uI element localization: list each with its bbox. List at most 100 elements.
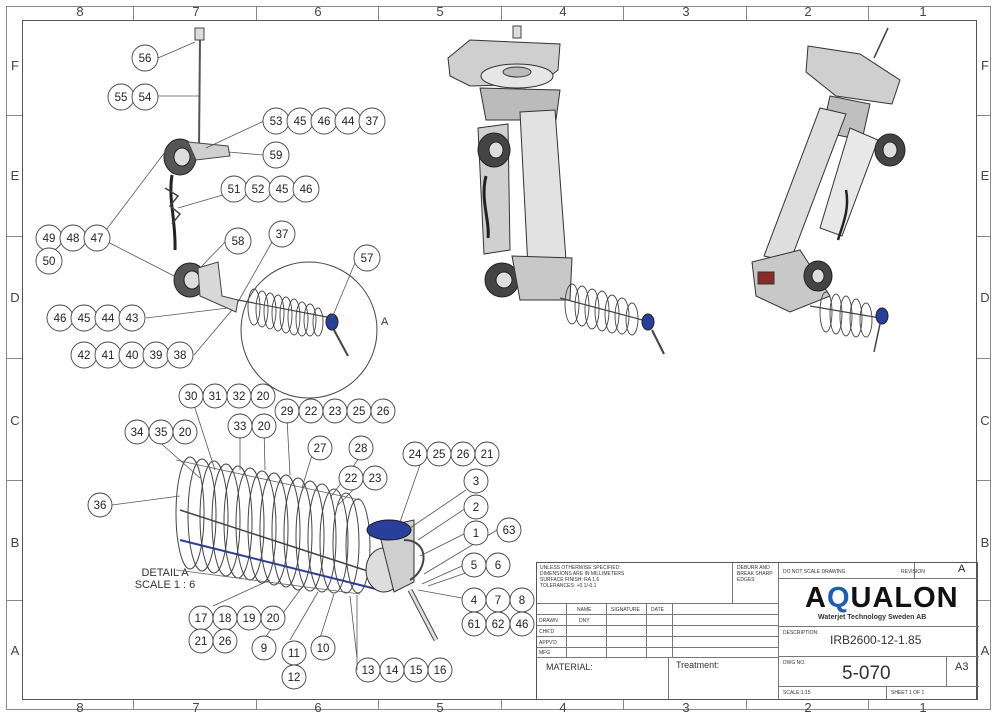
svg-text:36: 36 — [94, 500, 107, 512]
svg-text:57: 57 — [361, 253, 374, 265]
svg-text:12: 12 — [288, 672, 301, 684]
col-name-label: NAME — [577, 607, 592, 613]
balloon: 45 — [268, 175, 296, 203]
balloon: 44 — [94, 304, 122, 332]
svg-text:13: 13 — [362, 665, 375, 677]
balloon: 51 — [220, 175, 248, 203]
balloon: 55 — [107, 83, 135, 111]
svg-text:28: 28 — [355, 443, 368, 455]
balloon: 27 — [307, 435, 333, 461]
balloon: 46 — [509, 611, 535, 637]
svg-text:17: 17 — [195, 613, 208, 625]
svg-text:42: 42 — [78, 350, 91, 362]
col-signature-label: SIGNATURE — [611, 607, 640, 613]
balloon: 46 — [292, 175, 320, 203]
svg-text:7: 7 — [495, 595, 501, 607]
zone-col-8-top: 8 — [76, 4, 84, 19]
zone-col-1-top: 1 — [919, 4, 927, 19]
svg-text:26: 26 — [219, 636, 232, 648]
svg-text:44: 44 — [102, 313, 115, 325]
zone-row-b-right: B — [980, 535, 990, 550]
svg-text:49: 49 — [43, 233, 56, 245]
balloon: 19 — [236, 605, 262, 631]
balloon: 29 — [274, 398, 300, 424]
balloon: 11 — [281, 640, 307, 666]
zone-row-d-right: D — [980, 290, 990, 305]
svg-text:63: 63 — [503, 525, 516, 537]
zone-col-5-bottom: 5 — [436, 700, 444, 715]
svg-text:9: 9 — [261, 643, 267, 655]
balloon: 56 — [131, 44, 159, 72]
svg-text:31: 31 — [209, 391, 222, 403]
svg-text:25: 25 — [433, 449, 446, 461]
zone-row-a-left: A — [10, 643, 20, 658]
svg-text:14: 14 — [386, 665, 399, 677]
drawn-by-value: DNY — [579, 618, 590, 624]
company-logo: AQUALON — [805, 582, 959, 614]
svg-text:23: 23 — [329, 406, 342, 418]
svg-text:21: 21 — [195, 636, 208, 648]
balloon: 21 — [188, 628, 214, 654]
detail-a-name: DETAIL A — [141, 567, 189, 579]
balloon: 6 — [485, 552, 511, 578]
zone-col-4-bottom: 4 — [559, 700, 567, 715]
zone-col-1-bottom: 1 — [919, 700, 927, 715]
svg-text:20: 20 — [257, 391, 270, 403]
zone-row-b-left: B — [10, 535, 20, 550]
svg-text:61: 61 — [468, 619, 481, 631]
svg-text:55: 55 — [115, 92, 128, 104]
revision-label: REVISION — [901, 569, 925, 575]
balloon: 61 — [461, 611, 487, 637]
balloon: 57 — [353, 244, 381, 272]
detail-a-spring-assembly — [175, 456, 439, 642]
svg-text:21: 21 — [481, 449, 494, 461]
balloon: 20 — [251, 413, 277, 439]
zone-row-d-left: D — [10, 290, 20, 305]
balloon: 54 — [131, 83, 159, 111]
balloon: 33 — [227, 413, 253, 439]
svg-text:20: 20 — [179, 427, 192, 439]
svg-text:5: 5 — [471, 560, 477, 572]
zone-col-3-bottom: 3 — [682, 700, 690, 715]
balloon: 15 — [403, 657, 429, 683]
detail-a-scale: SCALE 1 : 6 — [134, 579, 196, 591]
zone-row-c-right: C — [980, 413, 990, 428]
balloon: 40 — [118, 341, 146, 369]
balloon: 32 — [226, 383, 252, 409]
balloon: 39 — [142, 341, 170, 369]
general-tolerance-note: UNLESS OTHERWISE SPECIFIED: DIMENSIONS A… — [540, 565, 625, 589]
balloon: 44 — [334, 107, 362, 135]
material-label: MATERIAL: — [546, 662, 593, 672]
company-subtitle: Waterjet Technology Sweden AB — [818, 614, 927, 621]
title-block: UNLESS OTHERWISE SPECIFIED: DIMENSIONS A… — [536, 562, 979, 700]
balloon: 1 — [463, 520, 489, 546]
svg-text:1: 1 — [473, 528, 479, 540]
balloon: 13 — [355, 657, 381, 683]
balloon: 28 — [348, 435, 374, 461]
balloon: 45 — [70, 304, 98, 332]
leader-lines-top — [99, 41, 358, 356]
balloon: 22 — [298, 398, 324, 424]
balloon: 26 — [370, 398, 396, 424]
svg-text:15: 15 — [410, 665, 423, 677]
balloon: 53 — [262, 107, 290, 135]
svg-text:53: 53 — [270, 116, 283, 128]
zone-col-5-top: 5 — [436, 4, 444, 19]
svg-text:45: 45 — [294, 116, 307, 128]
zone-col-8-bottom: 8 — [76, 700, 84, 715]
svg-text:26: 26 — [377, 406, 390, 418]
svg-text:20: 20 — [267, 613, 280, 625]
balloon: 38 — [166, 341, 194, 369]
sheet-size: A3 — [955, 661, 969, 673]
scale-value: SCALE:1:15 — [783, 690, 811, 696]
sheet-inner-border — [22, 20, 977, 700]
zone-row-e-right: E — [980, 168, 990, 183]
svg-text:43: 43 — [126, 313, 139, 325]
balloon: 12 — [281, 664, 307, 690]
balloon: 50 — [35, 247, 63, 275]
svg-text:3: 3 — [473, 476, 479, 488]
svg-text:41: 41 — [102, 350, 115, 362]
balloon: 48 — [59, 224, 87, 252]
svg-text:11: 11 — [288, 648, 300, 660]
